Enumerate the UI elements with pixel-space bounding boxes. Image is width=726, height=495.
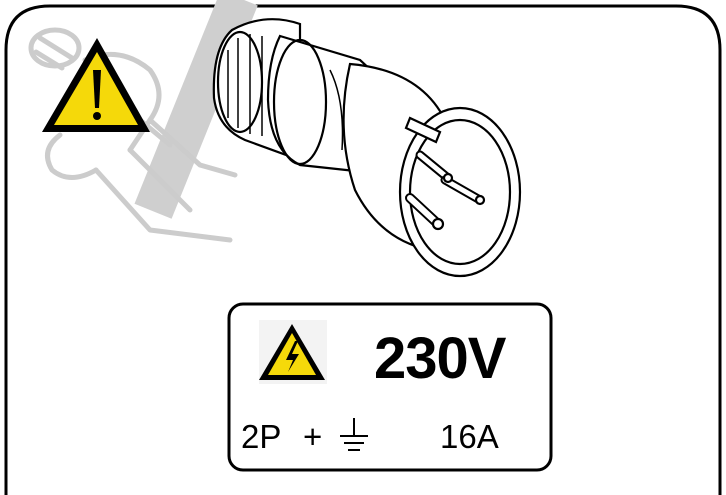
warning-triangle-icon bbox=[42, 38, 150, 132]
high-voltage-icon bbox=[259, 320, 327, 384]
voltage-rating: 230V bbox=[374, 326, 506, 391]
current-rating: 16A bbox=[440, 418, 499, 455]
pole-count: 2P bbox=[241, 418, 282, 455]
plus-sign: + bbox=[303, 418, 323, 455]
outer-frame bbox=[4, 4, 722, 495]
industrial-plug-icon bbox=[212, 18, 522, 278]
ground-symbol-icon bbox=[340, 418, 368, 451]
